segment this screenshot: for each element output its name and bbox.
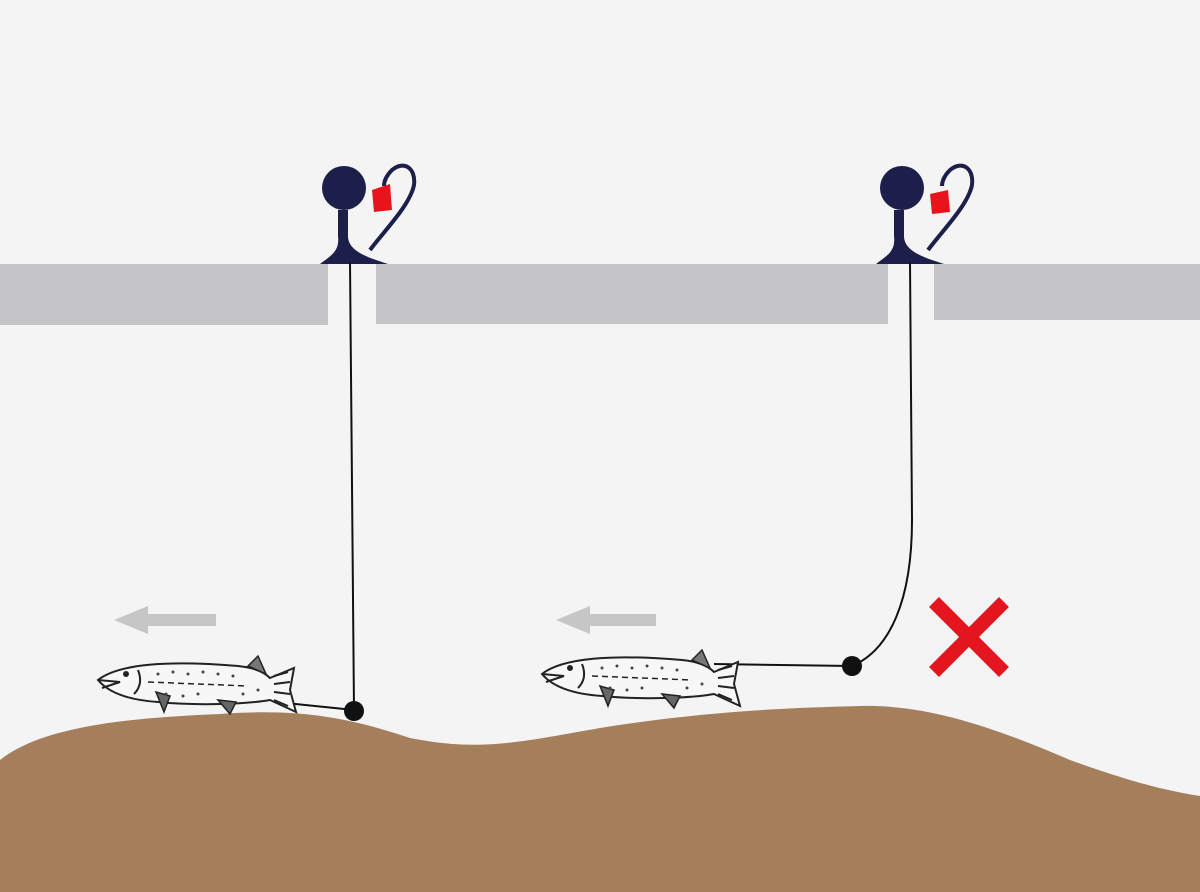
flag-icon xyxy=(930,190,950,214)
tip-up-incorrect xyxy=(876,163,975,264)
arrow-left-icon xyxy=(114,606,216,634)
ice-slab-right xyxy=(934,264,1200,320)
arrow-left-icon xyxy=(556,606,656,634)
lake-bottom xyxy=(0,705,1200,892)
tip-up-correct xyxy=(320,163,417,264)
flag-icon xyxy=(372,184,392,212)
ice-slab-middle xyxy=(376,264,888,324)
red-x-icon xyxy=(929,597,1009,677)
sinker-icon xyxy=(842,656,862,676)
tip-up-icon xyxy=(320,210,388,264)
tip-up-icon xyxy=(876,210,944,264)
fishing-line-straight xyxy=(349,261,355,711)
sinker-icon xyxy=(344,701,364,721)
fishing-line-curved xyxy=(851,261,914,667)
ice-slab-left xyxy=(0,264,328,325)
